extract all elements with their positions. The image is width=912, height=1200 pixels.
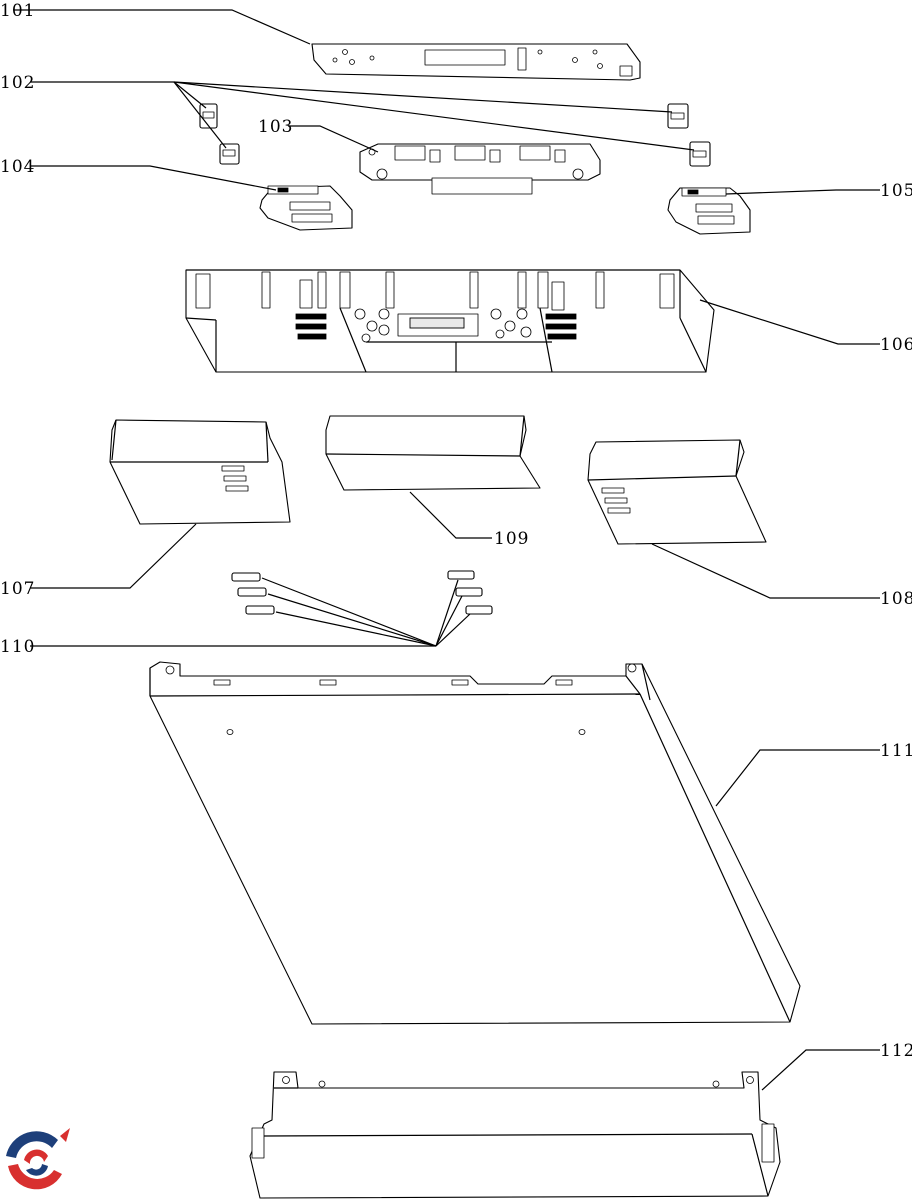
callout-109: 109 (494, 529, 529, 549)
callout-105: 105 (880, 181, 912, 201)
part-103-carrier (359, 143, 601, 195)
callout-110: 110 (0, 637, 35, 657)
part-104-hinge-left (259, 185, 353, 231)
callout-labels: 101 102 103 104 105 106 107 108 109 110 … (0, 1, 912, 1061)
callout-107: 107 (0, 579, 35, 599)
callout-111: 111 (880, 741, 912, 761)
callout-108: 108 (880, 589, 912, 609)
part-109-center-cover (325, 415, 541, 491)
callout-102: 102 (0, 73, 35, 93)
callout-112: 112 (880, 1041, 912, 1061)
callout-101: 101 (0, 1, 35, 21)
leader-lines (14, 9, 880, 1091)
part-102-clips (199, 103, 711, 167)
part-107-left-cover (109, 419, 291, 525)
part-105-hinge-right (667, 187, 751, 235)
part-111-large-panel (149, 661, 801, 1025)
callout-103: 103 (258, 117, 293, 137)
part-112-bottom-bin (249, 1071, 781, 1199)
callout-104: 104 (0, 157, 35, 177)
part-110-latches (231, 570, 493, 615)
tray-holes-left (354, 308, 390, 343)
tray-holes-right (490, 308, 532, 339)
swirl-logo-icon (2, 1128, 70, 1196)
part-108-right-cover (587, 439, 767, 545)
part-106-tray-frame (185, 269, 715, 373)
callout-106: 106 (880, 335, 912, 355)
part-101-bracket (311, 43, 641, 81)
